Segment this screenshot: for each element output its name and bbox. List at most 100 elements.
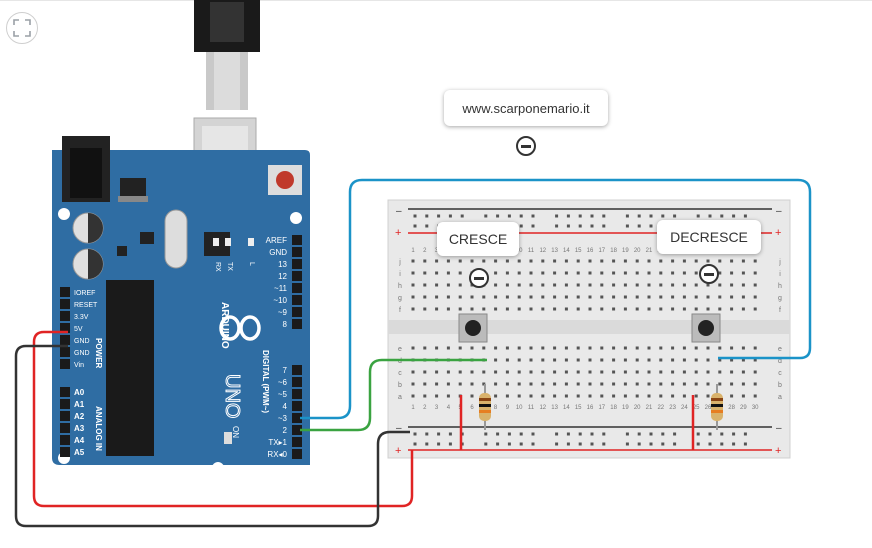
breadboard-hole[interactable] — [541, 346, 545, 350]
breadboard-hole[interactable] — [623, 271, 627, 275]
rail-hole[interactable] — [637, 442, 641, 446]
breadboard-hole[interactable] — [553, 394, 557, 398]
wire-red[interactable] — [32, 330, 414, 508]
breadboard-hole[interactable] — [600, 271, 604, 275]
breadboard-hole[interactable] — [671, 394, 675, 398]
rail-hole[interactable] — [602, 432, 606, 436]
breadboard-hole[interactable] — [576, 370, 580, 374]
breadboard-hole[interactable] — [741, 370, 745, 374]
rail-hole[interactable] — [413, 442, 417, 446]
breadboard-hole[interactable] — [671, 358, 675, 362]
breadboard-hole[interactable] — [435, 259, 439, 263]
breadboard-hole[interactable] — [541, 283, 545, 287]
breadboard-hole[interactable] — [423, 307, 427, 311]
rail-hole[interactable] — [590, 224, 594, 228]
breadboard-hole[interactable] — [647, 283, 651, 287]
breadboard-hole[interactable] — [458, 382, 462, 386]
breadboard-hole[interactable] — [671, 346, 675, 350]
breadboard-hole[interactable] — [553, 370, 557, 374]
breadboard-hole[interactable] — [446, 370, 450, 374]
rail-hole[interactable] — [649, 214, 653, 218]
breadboard-hole[interactable] — [741, 283, 745, 287]
breadboard-hole[interactable] — [694, 271, 698, 275]
breadboard-hole[interactable] — [494, 382, 498, 386]
breadboard-hole[interactable] — [694, 295, 698, 299]
breadboard-hole[interactable] — [694, 346, 698, 350]
breadboard-hole[interactable] — [741, 358, 745, 362]
digital-pin[interactable] — [292, 449, 302, 459]
breadboard-hole[interactable] — [588, 295, 592, 299]
rail-hole[interactable] — [578, 224, 582, 228]
breadboard-hole[interactable] — [612, 346, 616, 350]
rail-hole[interactable] — [566, 442, 570, 446]
note-decresce[interactable]: DECRESCE — [657, 220, 761, 254]
breadboard-hole[interactable] — [411, 382, 415, 386]
rail-hole[interactable] — [555, 432, 559, 436]
breadboard-hole[interactable] — [505, 370, 509, 374]
breadboard-hole[interactable] — [541, 382, 545, 386]
rail-hole[interactable] — [437, 442, 441, 446]
rail-hole[interactable] — [507, 442, 511, 446]
breadboard-hole[interactable] — [635, 307, 639, 311]
breadboard-hole[interactable] — [411, 307, 415, 311]
rail-hole[interactable] — [625, 214, 629, 218]
wire-green[interactable] — [300, 358, 487, 432]
breadboard-hole[interactable] — [753, 271, 757, 275]
breadboard-hole[interactable] — [647, 382, 651, 386]
breadboard-hole[interactable] — [612, 283, 616, 287]
rail-hole[interactable] — [602, 214, 606, 218]
breadboard-hole[interactable] — [411, 271, 415, 275]
breadboard-hole[interactable] — [600, 295, 604, 299]
breadboard-hole[interactable] — [718, 382, 722, 386]
breadboard-hole[interactable] — [612, 295, 616, 299]
breadboard-hole[interactable] — [730, 394, 734, 398]
breadboard-hole[interactable] — [446, 346, 450, 350]
rail-hole[interactable] — [519, 224, 523, 228]
digital-pin[interactable] — [292, 377, 302, 387]
rail-hole[interactable] — [649, 224, 653, 228]
rail-hole[interactable] — [425, 214, 429, 218]
fit-view-button[interactable] — [6, 12, 38, 44]
breadboard-hole[interactable] — [482, 259, 486, 263]
breadboard-hole[interactable] — [682, 394, 686, 398]
breadboard-hole[interactable] — [588, 382, 592, 386]
breadboard-hole[interactable] — [706, 346, 710, 350]
breadboard-hole[interactable] — [553, 295, 557, 299]
rail-hole[interactable] — [555, 214, 559, 218]
analog-pin[interactable] — [60, 447, 70, 457]
rail-hole[interactable] — [578, 442, 582, 446]
rail-hole[interactable] — [448, 214, 452, 218]
rail-hole[interactable] — [531, 224, 535, 228]
breadboard-hole[interactable] — [423, 283, 427, 287]
digital-pin[interactable] — [292, 235, 302, 245]
rail-hole[interactable] — [519, 432, 523, 436]
breadboard-hole[interactable] — [529, 295, 533, 299]
wire-black[interactable] — [14, 344, 410, 528]
breadboard-hole[interactable] — [741, 346, 745, 350]
breadboard-hole[interactable] — [659, 295, 663, 299]
breadboard-hole[interactable] — [446, 259, 450, 263]
rail-hole[interactable] — [566, 214, 570, 218]
breadboard-hole[interactable] — [718, 271, 722, 275]
breadboard-hole[interactable] — [505, 283, 509, 287]
breadboard-hole[interactable] — [435, 271, 439, 275]
breadboard-hole[interactable] — [635, 358, 639, 362]
rail-hole[interactable] — [743, 442, 747, 446]
breadboard-hole[interactable] — [647, 295, 651, 299]
breadboard-hole[interactable] — [446, 283, 450, 287]
breadboard-hole[interactable] — [588, 394, 592, 398]
rail-hole[interactable] — [625, 224, 629, 228]
breadboard-hole[interactable] — [576, 283, 580, 287]
breadboard-hole[interactable] — [564, 259, 568, 263]
breadboard-hole[interactable] — [529, 271, 533, 275]
breadboard-hole[interactable] — [706, 259, 710, 263]
breadboard-hole[interactable] — [706, 307, 710, 311]
breadboard-hole[interactable] — [494, 259, 498, 263]
rail-hole[interactable] — [743, 214, 747, 218]
breadboard-hole[interactable] — [730, 259, 734, 263]
breadboard-hole[interactable] — [612, 382, 616, 386]
breadboard-hole[interactable] — [423, 295, 427, 299]
breadboard-hole[interactable] — [564, 271, 568, 275]
breadboard-hole[interactable] — [671, 259, 675, 263]
breadboard-hole[interactable] — [753, 358, 757, 362]
